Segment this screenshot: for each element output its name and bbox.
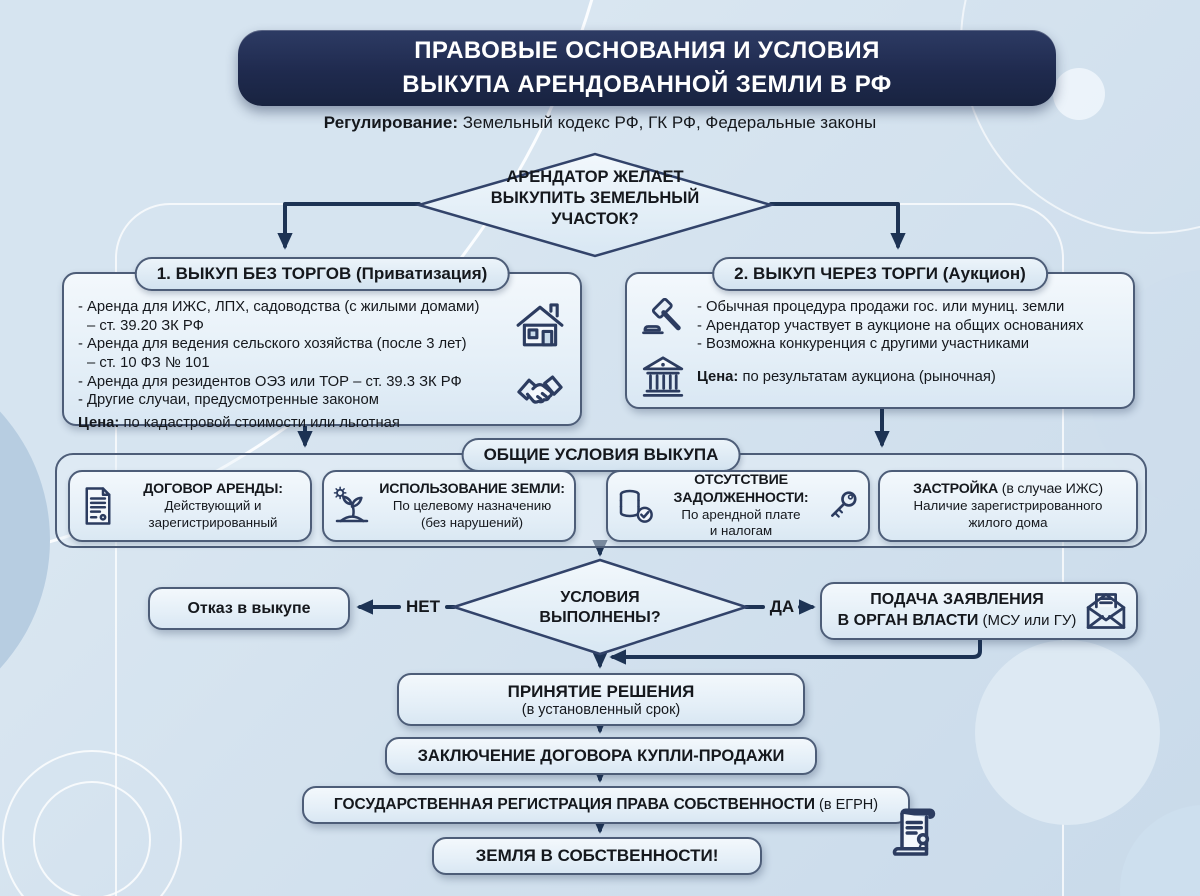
condition-card-land-use: ИСПОЛЬЗОВАНИЕ ЗЕМЛИ: По целевому назначе… xyxy=(322,470,576,542)
decorative-circle xyxy=(975,640,1160,825)
common-conditions-header: ОБЩИЕ УСЛОВИЯ ВЫКУПА xyxy=(461,438,741,472)
branch-auction-header: 2. ВЫКУП ЧЕРЕЗ ТОРГИ (Аукцион) xyxy=(712,257,1048,291)
step-contract-box: ЗАКЛЮЧЕНИЕ ДОГОВОРА КУПЛИ-ПРОДАЖИ xyxy=(385,737,817,775)
key-icon xyxy=(831,491,857,518)
submission-box: ПОДАЧА ЗАЯВЛЕНИЯ В ОРГАН ВЛАСТИ (МСУ или… xyxy=(820,582,1138,640)
refusal-box: Отказ в выкупе xyxy=(148,587,350,630)
decision2-diamond xyxy=(449,558,751,656)
step-registration-box: ГОСУДАРСТВЕННАЯ РЕГИСТРАЦИЯ ПРАВА СОБСТВ… xyxy=(302,786,910,824)
title-line2: ВЫКУПА АРЕНДОВАННОЙ ЗЕМЛИ В РФ xyxy=(402,71,892,98)
house-icon xyxy=(516,303,564,347)
no-branch-label: НЕТ xyxy=(406,597,440,616)
step-decision-box: ПРИНЯТИЕ РЕШЕНИЯ (в установленный срок) xyxy=(397,673,805,726)
decision2-label: УСЛОВИЯ ВЫПОЛНЕНЫ? xyxy=(539,589,661,626)
title-line1: ПРАВОВЫЕ ОСНОВАНИЯ И УСЛОВИЯ xyxy=(414,37,880,65)
decorative-dot xyxy=(1053,68,1105,120)
bank-icon xyxy=(642,355,684,397)
yes-branch-label: ДА xyxy=(769,597,795,616)
branch-auction-text: - Обычная процедура продажи гос. или мун… xyxy=(697,299,1084,385)
decision1-label: АРЕНДАТОР ЖЕЛАЕТ ВЫКУПИТЬ ЗЕМЕЛЬНЫЙ УЧАС… xyxy=(490,168,700,229)
document-icon xyxy=(85,487,111,525)
common-conditions-container: ОБЩИЕ УСЛОВИЯ ВЫКУПА ДОГОВОР АРЕНДЫ: Дей… xyxy=(55,438,1147,548)
condition-card-lease: ДОГОВОР АРЕНДЫ: Действующий и зарегистри… xyxy=(68,470,312,542)
condition-card-buildings: ЗАСТРОЙКА (в случае ИЖС) Наличие зарегис… xyxy=(878,470,1138,542)
envelope-icon xyxy=(1086,593,1126,629)
decorative-ring xyxy=(33,781,151,896)
decision1-diamond xyxy=(414,152,776,258)
page-title: ПРАВОВЫЕ ОСНОВАНИЯ И УСЛОВИЯ ВЫКУПА АРЕН… xyxy=(238,30,1056,106)
handshake-icon xyxy=(517,375,563,404)
submission-text: ПОДАЧА ЗАЯВЛЕНИЯ В ОРГАН ВЛАСТИ (МСУ или… xyxy=(837,591,1077,629)
branch-no-auction-header: 1. ВЫКУП БЕЗ ТОРГОВ (Приватизация) xyxy=(134,257,510,291)
branch-no-auction-text: - Аренда для ИЖС, ЛПХ, садоводства (с жи… xyxy=(78,299,480,431)
coins-icon xyxy=(619,489,653,523)
final-box: ЗЕМЛЯ В СОБСТВЕННОСТИ! xyxy=(432,837,762,875)
branch-auction-box: 2. ВЫКУП ЧЕРЕЗ ТОРГИ (Аукцион) xyxy=(625,257,1135,409)
branch-no-auction-box: 1. ВЫКУП БЕЗ ТОРГОВ (Приватизация) - Аре… xyxy=(62,257,582,431)
gavel-icon xyxy=(642,298,681,335)
sprout-icon xyxy=(333,486,369,523)
scroll-certificate-icon xyxy=(892,808,936,856)
regulation-subtitle: Регулирование: Земельный кодекс РФ, ГК Р… xyxy=(323,113,877,132)
condition-card-no-debt: ОТСУТСТВИЕ ЗАДОЛЖЕННОСТИ: По арендной пл… xyxy=(606,470,870,542)
